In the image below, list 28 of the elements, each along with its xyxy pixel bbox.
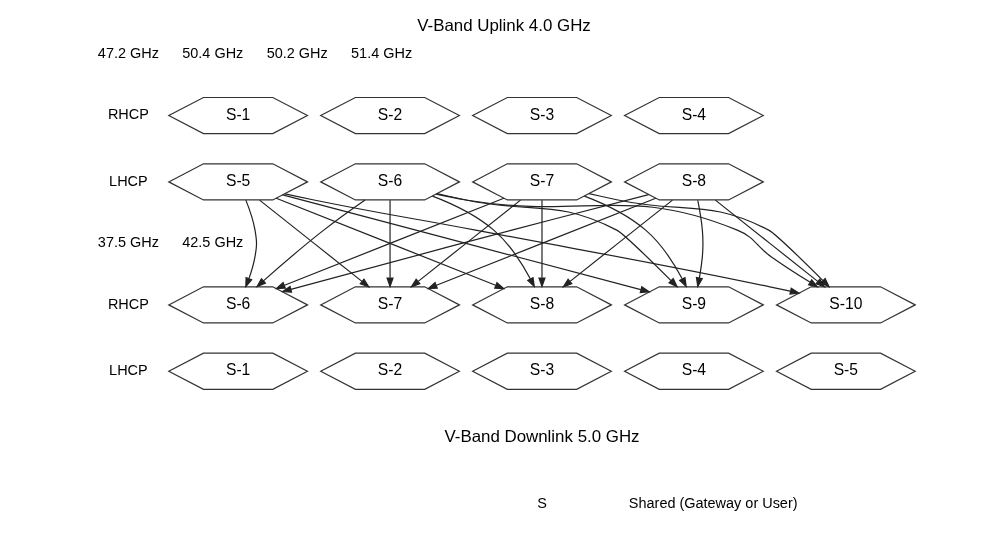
arrow xyxy=(409,199,521,288)
arrow xyxy=(695,199,704,289)
arrow xyxy=(283,193,801,295)
arrow xyxy=(587,193,830,288)
arrow xyxy=(435,193,678,288)
label: 50.2 GHz xyxy=(266,44,328,61)
arrow xyxy=(714,199,826,288)
label: S xyxy=(536,494,547,511)
arrow xyxy=(426,197,656,290)
label: 47.2 GHz xyxy=(97,44,159,61)
label: RHCP xyxy=(107,106,149,123)
label: LHCP xyxy=(108,172,148,189)
arrow xyxy=(537,199,546,289)
label: Shared (Gateway or User) xyxy=(628,494,798,511)
arrow xyxy=(435,193,819,288)
label: 50.4 GHz xyxy=(181,44,243,61)
label: 42.5 GHz xyxy=(181,234,243,251)
label: RHCP xyxy=(107,295,149,312)
label: LHCP xyxy=(108,361,148,378)
arrow xyxy=(561,199,673,288)
arrow xyxy=(431,195,535,289)
diagram-title: V-Band Uplink 4.0 GHz xyxy=(416,16,591,36)
caption: V-Band Downlink 5.0 GHz xyxy=(443,426,640,446)
arrow xyxy=(385,199,394,289)
label: 37.5 GHz xyxy=(97,234,159,251)
arrow xyxy=(244,199,257,289)
label: 51.4 GHz xyxy=(350,44,412,61)
arrow xyxy=(583,195,687,289)
